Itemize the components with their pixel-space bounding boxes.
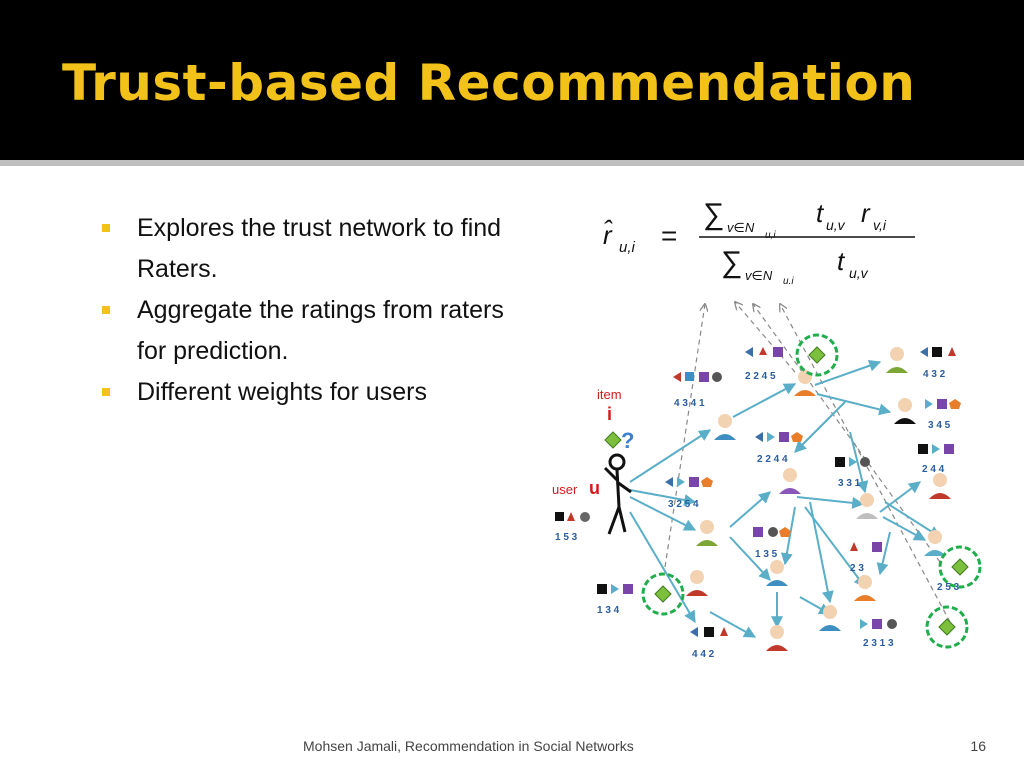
formula-denom-sub: v∈N	[745, 268, 773, 283]
formula-numer-sub2: u,i	[765, 230, 776, 241]
highlight-circle-icon	[795, 333, 839, 377]
user-avatars	[686, 347, 951, 651]
dashed-links	[664, 302, 951, 623]
rated-item-icons	[555, 347, 961, 637]
bullet-text: Aggregate the ratings from raters for pr…	[137, 296, 504, 365]
title-bar	[0, 0, 1024, 160]
rating-label: 2 5 3	[937, 582, 960, 593]
bullet-marker	[102, 388, 110, 396]
bullet-text: Explores the trust network to find Rater…	[137, 214, 502, 283]
item-label: item	[597, 387, 622, 402]
formula-numer-t: t	[816, 198, 825, 228]
trust-network-diagram: item i ? user u	[552, 292, 982, 660]
title-divider	[0, 160, 1024, 166]
avatar-icon	[766, 625, 788, 651]
avatar-icon	[696, 520, 718, 546]
rating-label: 3 3 1	[838, 478, 861, 489]
rating-label: 4 3 2	[923, 369, 946, 380]
rating-label: 4 4 2	[692, 649, 715, 660]
bullet-item: Explores the trust network to find Rater…	[100, 208, 530, 290]
avatar-icon	[779, 468, 801, 494]
slide-footer: Mohsen Jamali, Recommendation in Social …	[303, 738, 634, 754]
highlighted-raters	[641, 333, 982, 649]
bullet-marker	[102, 306, 110, 314]
rating-label: 2 2 4 4	[757, 454, 788, 465]
avatar-icon	[819, 605, 841, 631]
slide-title: Trust-based Recommendation	[62, 54, 916, 112]
highlight-circle-icon	[641, 572, 685, 616]
bullet-list: Explores the trust network to find Rater…	[100, 208, 530, 413]
formula-denom-t-sub: u,v	[849, 265, 869, 281]
avatar-icon	[924, 530, 946, 556]
highlight-circle-icon	[925, 605, 969, 649]
avatar-icon	[766, 560, 788, 586]
trust-edges	[629, 359, 942, 638]
avatar-icon	[794, 370, 816, 396]
bullet-item: Different weights for users	[100, 372, 530, 413]
rating-label: 1 5 3	[555, 532, 578, 543]
formula-denom-sum: ∑	[721, 246, 742, 279]
bullet-item: Aggregate the ratings from raters for pr…	[100, 290, 530, 372]
avatar-icon	[854, 575, 876, 601]
bullet-marker	[102, 224, 110, 232]
question-mark-icon: ?	[621, 428, 634, 453]
rating-label: 4 3 4 1	[674, 398, 705, 409]
rating-label: 2 4 4	[922, 464, 945, 475]
prediction-formula: r̂ u,i = ∑ v∈N u,i t u,v r v,i ∑ v∈N u,i…	[603, 198, 915, 284]
item-diamond-icon	[604, 431, 622, 449]
user-u-figure-icon	[603, 453, 632, 535]
formula-lhs-sub: u,i	[619, 239, 636, 256]
formula-numer-r: r	[861, 198, 871, 228]
formula-numer-sum: ∑	[703, 198, 724, 231]
formula-numer-r-sub: v,i	[873, 217, 887, 233]
rating-label: 3 2 5 4	[668, 499, 699, 510]
avatar-icon	[686, 570, 708, 596]
avatar-icon	[894, 398, 916, 424]
bullet-text: Different weights for users	[137, 378, 427, 406]
item-letter: i	[607, 404, 612, 424]
formula-denom-sub2: u,i	[783, 276, 794, 284]
rating-label: 2 3 1 3	[863, 638, 894, 649]
user-letter: u	[589, 478, 600, 498]
avatar-icon	[929, 473, 951, 499]
avatar-icon	[714, 414, 736, 440]
rating-labels: 1 5 3 4 3 4 1 2 2 4 5 4 3 2 3 4 5 2 2 4 …	[555, 369, 960, 660]
avatar-icon	[886, 347, 908, 373]
rating-label: 3 4 5	[928, 420, 951, 431]
avatar-icon	[856, 493, 878, 519]
rating-label: 2 2 4 5	[745, 371, 776, 382]
rating-label: 2 3	[850, 563, 864, 574]
formula-numer-sub: v∈N	[727, 220, 755, 235]
rating-label: 1 3 5	[755, 549, 778, 560]
rating-label: 1 3 4	[597, 605, 620, 616]
formula-denom-t: t	[837, 246, 846, 276]
highlight-circle-icon	[938, 545, 982, 589]
page-number: 16	[970, 738, 986, 754]
formula-lhs: r̂	[603, 220, 613, 250]
user-label: user	[552, 482, 578, 497]
formula-numer-t-sub: u,v	[826, 217, 846, 233]
formula-equals: =	[661, 220, 677, 251]
